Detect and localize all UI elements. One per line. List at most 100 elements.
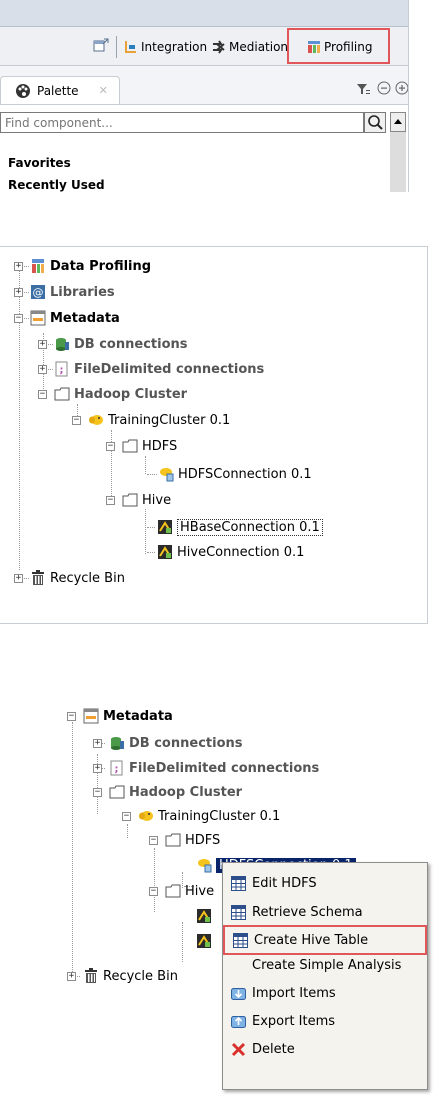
expand-icon[interactable]: +: [38, 338, 47, 349]
perspective-profiling-label: Profiling: [324, 40, 373, 54]
tree-line: [21, 266, 29, 267]
menu-item-label: Retrieve Schema: [252, 904, 363, 920]
menu-item-retrieve-schema[interactable]: Retrieve Schema: [223, 900, 427, 924]
tree-line: [145, 456, 146, 474]
collapse-icon[interactable]: −: [149, 885, 158, 896]
tree-line: [21, 292, 29, 293]
menu-item-label: Edit HDFS: [252, 875, 317, 891]
palette-item-recently-used[interactable]: Recently Used: [8, 178, 105, 192]
palette-item-favorites[interactable]: Favorites: [8, 156, 71, 170]
collapse-icon[interactable]: −: [67, 710, 76, 721]
collapse-icon[interactable]: −: [122, 810, 131, 821]
metadata-icon: [83, 708, 99, 724]
tree-line: [72, 722, 73, 974]
hdfs-connection-icon: [158, 466, 174, 482]
tree-item-filedelimited-connections[interactable]: + ; FileDelimited connections: [38, 358, 264, 380]
menu-item-create-simple-analysis[interactable]: Create Simple Analysis: [223, 953, 427, 977]
tree-line: [21, 578, 29, 579]
collapse-icon[interactable]: −: [149, 834, 158, 845]
palette-tab[interactable]: Palette ✕: [0, 76, 120, 104]
tree-item-label: HDFS: [185, 832, 221, 848]
tree-item-hive[interactable]: − Hive: [149, 880, 214, 902]
folder-icon: [122, 492, 138, 508]
menu-item-import-items[interactable]: Import Items: [223, 981, 427, 1005]
collapse-icon[interactable]: −: [38, 388, 47, 399]
tree-line: [45, 344, 53, 345]
perspective-mediation[interactable]: Mediation: [212, 36, 288, 58]
expand-icon[interactable]: +: [67, 970, 76, 981]
collapse-icon[interactable]: −: [106, 440, 115, 451]
tree-item-db-connections[interactable]: + DB connections: [93, 732, 243, 754]
tree-item-hbase-connection[interactable]: HBaseConnection 0.1: [157, 516, 323, 538]
tree-item-label: DB connections: [74, 336, 188, 352]
tree-line: [97, 754, 98, 814]
expand-icon[interactable]: +: [93, 737, 102, 748]
tree-item-hdfs[interactable]: − HDFS: [106, 435, 177, 457]
tree-item-label: Metadata: [103, 708, 173, 724]
menu-item-edit-hdfs[interactable]: Edit HDFS: [223, 871, 427, 895]
expand-icon[interactable]: +: [14, 572, 23, 583]
perspective-bar: [0, 27, 408, 66]
search-button[interactable]: [364, 112, 386, 133]
expand-icon[interactable]: +: [93, 762, 102, 773]
tree-item-hdfs-connection[interactable]: HDFSConnection 0.1: [158, 463, 312, 485]
tree-line: [147, 527, 155, 528]
tree-item-hadoop-cluster[interactable]: − Hadoop Cluster: [38, 383, 187, 405]
menu-item-delete[interactable]: Delete: [223, 1037, 427, 1061]
tree-item-label: Hive: [142, 492, 172, 508]
data-profiling-icon: [30, 258, 46, 274]
hdfs-connection-icon: [196, 857, 212, 873]
tree-item-hadoop-cluster[interactable]: − Hadoop Cluster: [93, 781, 242, 803]
expand-icon[interactable]: +: [14, 286, 23, 297]
hadoop-elephant-icon: [138, 808, 154, 824]
hive-connection-icon: [157, 544, 173, 560]
tree-item-label: Recycle Bin: [103, 968, 178, 984]
tree-item-label: FileDelimited connections: [74, 361, 265, 377]
tree-line: [145, 509, 146, 554]
tree-item-filedelimited-connections[interactable]: + ; FileDelimited connections: [93, 757, 319, 779]
expand-icon[interactable]: +: [14, 260, 23, 271]
palette-icon: [15, 83, 31, 99]
maximize-icon[interactable]: [395, 81, 408, 95]
perspective-integration[interactable]: Integration: [124, 36, 207, 58]
tree-line: [184, 886, 194, 887]
tree-item-data-profiling[interactable]: + Data Profiling: [14, 255, 151, 277]
menu-item-create-hive-table[interactable]: Create Hive Table: [223, 925, 427, 955]
tree-item-training-cluster[interactable]: − TrainingCluster 0.1: [72, 409, 230, 431]
expand-icon[interactable]: +: [38, 363, 47, 374]
collapse-icon[interactable]: −: [106, 494, 115, 505]
table-icon: [231, 875, 246, 891]
context-menu: Edit HDFS Retrieve Schema Create Hive Ta…: [222, 862, 428, 1090]
perspective-profiling[interactable]: Profiling: [307, 36, 373, 58]
svg-text:;: ;: [115, 764, 119, 775]
tree-item-libraries[interactable]: + @ Libraries: [14, 281, 115, 303]
tree-item-hive[interactable]: − Hive: [106, 489, 171, 511]
find-component-input[interactable]: [0, 112, 364, 133]
minimize-icon[interactable]: [377, 81, 391, 95]
tree-item-hive-connection[interactable]: HiveConnection 0.1: [157, 541, 304, 563]
tree-item-label: FileDelimited connections: [129, 760, 320, 776]
tree-item-label: Recycle Bin: [50, 570, 125, 586]
tree-item-metadata[interactable]: − Metadata: [14, 307, 120, 329]
collapse-icon[interactable]: −: [72, 414, 81, 425]
close-icon[interactable]: ✕: [98, 84, 108, 97]
recycle-bin-icon: [30, 570, 46, 586]
tree-item-label: HiveConnection 0.1: [177, 544, 305, 560]
collapse-icon[interactable]: −: [93, 786, 102, 797]
tree-item-db-connections[interactable]: + DB connections: [38, 333, 188, 355]
collapse-icon[interactable]: −: [14, 312, 23, 323]
scrollbar-up-button[interactable]: [390, 112, 406, 132]
tree-item-recycle-bin[interactable]: + Recycle Bin: [14, 567, 125, 589]
tree-item-hdfs[interactable]: − HDFS: [149, 829, 220, 851]
tree-item-training-cluster[interactable]: − TrainingCluster 0.1: [122, 805, 280, 827]
tree-item-recycle-bin[interactable]: + Recycle Bin: [67, 965, 178, 987]
menu-item-export-items[interactable]: Export Items: [223, 1009, 427, 1033]
open-perspective-icon[interactable]: [93, 38, 109, 54]
toolbar-palette-panel: Integration Mediation Profiling Palette …: [0, 0, 409, 192]
metadata-icon: [30, 310, 46, 326]
filter-icon[interactable]: [356, 82, 370, 96]
tree-item-metadata[interactable]: − Metadata: [67, 705, 173, 727]
tree-item-label: Hadoop Cluster: [74, 386, 188, 402]
tree-item-label: Metadata: [50, 310, 120, 326]
scrollbar-track[interactable]: [390, 132, 406, 192]
